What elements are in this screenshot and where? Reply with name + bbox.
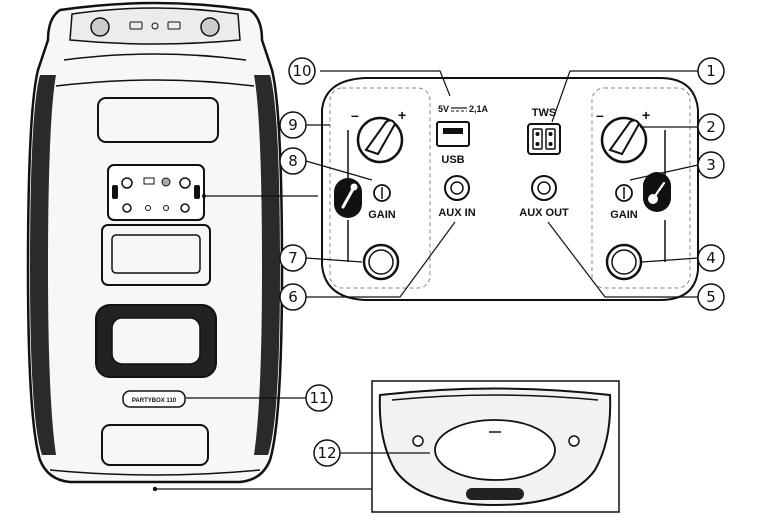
callout-10: 10 [288, 57, 316, 85]
callout-7: 7 [279, 244, 307, 272]
tws-label: TWS [532, 107, 556, 119]
svg-text:12: 12 [317, 444, 336, 462]
callout-12: 12 [313, 439, 341, 467]
callout-1: 1 [697, 57, 725, 85]
svg-text:5: 5 [706, 288, 716, 306]
svg-text:8: 8 [288, 152, 298, 170]
speaker-illustration [26, 1, 284, 484]
svg-text:2: 2 [706, 118, 716, 136]
svg-text:10: 10 [292, 62, 311, 80]
speaker-model-label: PARTYBOX 110 [132, 398, 177, 404]
usb-current: 2,1A [469, 104, 489, 114]
svg-text:9: 9 [288, 116, 298, 134]
aux-out-jack[interactable] [531, 175, 557, 201]
guitar-small-knob[interactable] [615, 184, 633, 202]
svg-text:6: 6 [288, 288, 298, 306]
svg-text:7: 7 [288, 249, 298, 267]
gain-minus-right: – [596, 107, 604, 123]
usb-voltage: 5V [438, 104, 449, 114]
gain-label-right: GAIN [610, 209, 638, 221]
guitar-input-jack[interactable] [605, 243, 643, 281]
aux-in-label: AUX IN [438, 207, 475, 219]
callout-2: 2 [697, 113, 725, 141]
mic-gain-knob[interactable] [356, 116, 404, 164]
usb-port[interactable] [436, 121, 470, 147]
svg-text:3: 3 [706, 156, 716, 174]
gain-label-left: GAIN [368, 209, 396, 221]
callout-11: 11 [305, 384, 333, 412]
gain-plus-right: + [642, 107, 650, 123]
callout-6: 6 [279, 283, 307, 311]
svg-text:11: 11 [309, 389, 328, 407]
tws-icon[interactable] [527, 123, 561, 155]
callout-5: 5 [697, 283, 725, 311]
guitar-gain-knob[interactable] [600, 116, 648, 164]
callout-8: 8 [279, 147, 307, 175]
svg-text:1: 1 [706, 62, 716, 80]
svg-text:4: 4 [706, 249, 716, 267]
mic-input-jack[interactable] [362, 243, 400, 281]
gain-minus-left: – [351, 107, 359, 123]
microphone-icon [334, 178, 362, 218]
callout-9: 9 [279, 111, 307, 139]
leader-panel-dot [202, 194, 206, 198]
guitar-icon [643, 172, 671, 212]
gain-plus-left: + [398, 107, 406, 123]
aux-in-jack[interactable] [444, 175, 470, 201]
bottom-view-inset [371, 380, 620, 513]
callout-3: 3 [697, 151, 725, 179]
usb-label: USB [441, 154, 464, 166]
callout-4: 4 [697, 244, 725, 272]
mic-small-knob[interactable] [373, 184, 391, 202]
callout-leaders [186, 70, 699, 399]
aux-out-label: AUX OUT [519, 207, 569, 219]
